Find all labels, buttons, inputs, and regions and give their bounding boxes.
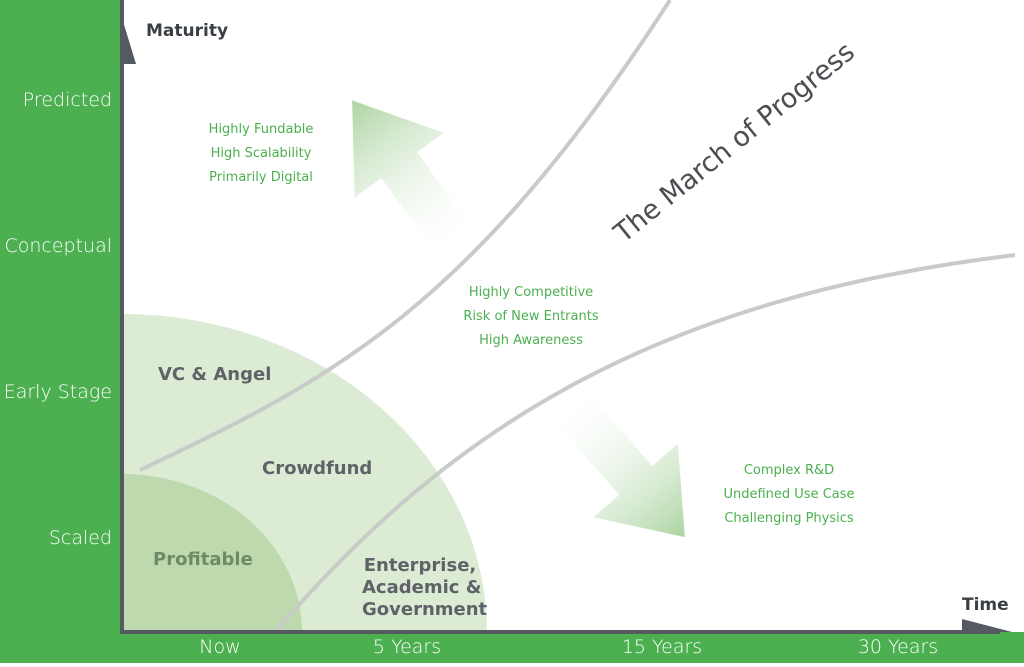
- region-line: Enterprise,: [363, 555, 477, 576]
- y-level-label: Early Stage: [3, 381, 112, 403]
- region-label-profitable: Profitable: [153, 549, 253, 570]
- note-line: Primarily Digital: [209, 170, 313, 185]
- down-arrow: [553, 390, 685, 538]
- x-axis-arrowhead: [962, 619, 1012, 632]
- y-level-label: Conceptual: [4, 235, 112, 257]
- upper-notes: Highly Fundable High Scalability Primari…: [200, 118, 322, 190]
- note-line: High Scalability: [210, 146, 312, 161]
- y-level-label: Scaled: [48, 527, 112, 549]
- note-line: High Awareness: [479, 333, 583, 348]
- y-axis-title: Maturity: [146, 21, 229, 41]
- note-line: Highly Fundable: [208, 122, 314, 137]
- y-level-label: Predicted: [22, 89, 112, 111]
- x-mark-label: 5 Years: [372, 636, 442, 658]
- bottom-band: [0, 632, 1024, 663]
- region-line: Government: [362, 599, 488, 620]
- x-mark-label: 15 Years: [621, 636, 703, 658]
- note-line: Challenging Physics: [724, 511, 854, 526]
- lower-curve: [273, 253, 1016, 634]
- note-line: Risk of New Entrants: [463, 309, 599, 324]
- left-band: [0, 0, 122, 663]
- inner-region: [122, 474, 302, 632]
- region-label-enterprise: Enterprise, Academic & Government: [362, 555, 488, 621]
- region-line: Academic &: [362, 577, 482, 598]
- x-mark-label: Now: [199, 636, 241, 658]
- note-line: Undefined Use Case: [723, 487, 855, 502]
- x-axis-title: Time: [962, 595, 1009, 615]
- lower-notes: Complex R&D Undefined Use Case Challengi…: [715, 459, 863, 531]
- y-axis-arrowhead: [122, 18, 136, 64]
- upper-curve: [139, 0, 672, 472]
- region-label-crowdfund: Crowdfund: [262, 458, 373, 479]
- middle-notes: Highly Competitive Risk of New Entrants …: [455, 281, 607, 353]
- up-arrow: [352, 100, 473, 255]
- x-mark-label: 30 Years: [857, 636, 939, 658]
- note-line: Complex R&D: [743, 463, 835, 478]
- region-label-vc: VC & Angel: [158, 364, 272, 385]
- note-line: Highly Competitive: [468, 285, 594, 300]
